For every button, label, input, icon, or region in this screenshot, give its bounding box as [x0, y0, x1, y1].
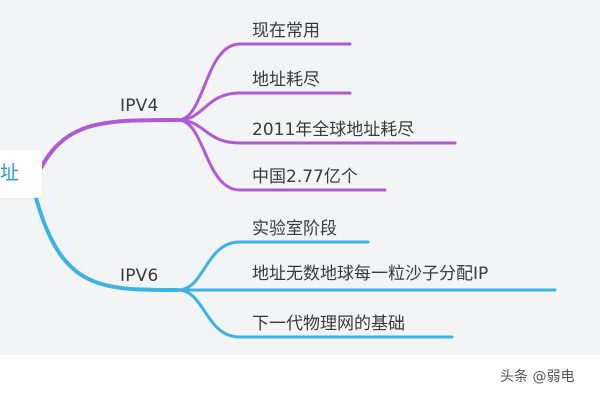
bottom-strip: [0, 355, 600, 400]
ipv6-child-connector-3: [176, 288, 454, 339]
branch-label-ipv4: IPV4: [120, 96, 159, 116]
ipv6-child-2: 地址无数地球每一粒沙子分配IP: [252, 264, 489, 284]
ipv4-child-connector-4: [176, 118, 387, 192]
mindmap-connectors: [34, 42, 557, 339]
mindmap-background: [0, 0, 600, 355]
ipv4-child-2: 地址耗尽: [252, 70, 320, 90]
ipv4-child-connector-2: [176, 91, 352, 122]
ipv4-child-4: 中国2.77亿个: [252, 167, 358, 187]
ipv6-child-connector-1: [176, 240, 370, 292]
watermark-text: 头条 @弱电: [500, 369, 575, 385]
ipv6-trunk-connector: [34, 196, 180, 292]
ipv4-trunk-connector: [34, 118, 180, 180]
ipv6-child-3: 下一代物理网的基础: [252, 314, 405, 334]
ipv4-child-3: 2011年全球地址耗尽: [252, 120, 415, 140]
root-node-label: 址: [0, 162, 20, 184]
ipv6-child-1: 实验室阶段: [252, 219, 337, 239]
ipv4-child-1: 现在常用: [252, 21, 320, 41]
branch-label-ipv6: IPV6: [120, 266, 159, 286]
root-node-box: [0, 150, 42, 198]
ipv4-child-connector-1: [176, 42, 352, 122]
